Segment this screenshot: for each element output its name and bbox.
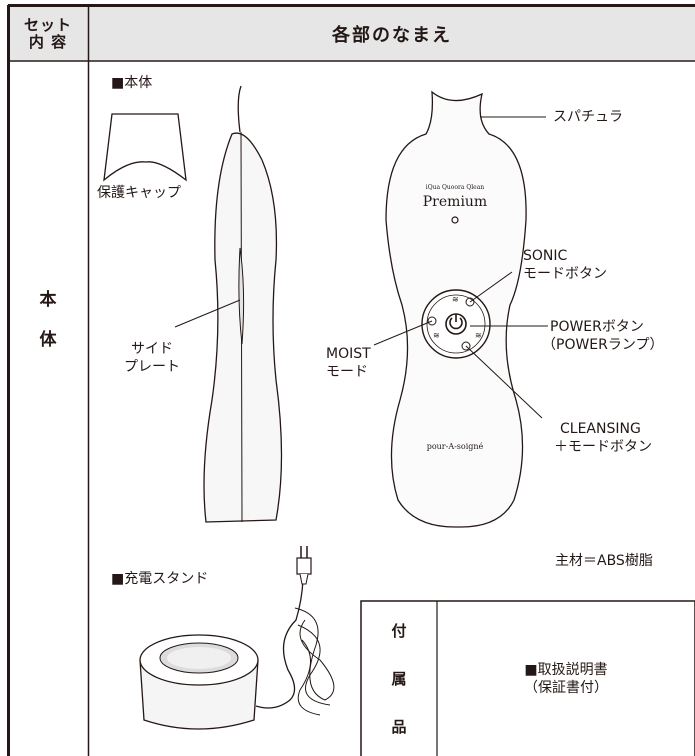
accessories-item: ■取扱説明書 （保証書付）: [437, 601, 695, 756]
accessories-char2: 属: [391, 669, 407, 688]
side-plate-label: サイド プレート: [117, 340, 187, 376]
cleansing-line1: CLEANSING: [560, 421, 641, 437]
svg-text:≋: ≋: [475, 331, 482, 340]
page-title: 各部のなまえ: [89, 7, 695, 60]
moist-line1: MOIST: [326, 346, 371, 362]
device-front-view-drawing: ≋ ≋ ≋: [373, 90, 548, 528]
brand-small-text: iQua Quoora Qlean: [425, 184, 485, 191]
moist-line2: モード: [326, 364, 368, 380]
power-line2: （POWERランプ）: [542, 337, 664, 353]
set-contents-header: セット 内 容: [8, 7, 88, 60]
main-unit-section-title: ■本体: [111, 75, 153, 91]
set-contents-line2: 内 容: [28, 32, 68, 51]
manual-line1: ■取扱説明書: [524, 661, 608, 678]
power-line1: POWERボタン: [550, 319, 644, 335]
spatula-label: スパチュラ: [553, 109, 623, 125]
charging-stand-section-title: ■充電スタンド: [111, 571, 209, 587]
side-plate-line2: プレート: [124, 359, 180, 375]
sonic-mode-button-label: SONIC モードボタン: [523, 247, 607, 283]
power-button-label: POWERボタン （POWERランプ）: [542, 318, 663, 354]
svg-text:≋: ≋: [433, 331, 440, 340]
material-note: 主材＝ABS樹脂: [555, 553, 653, 569]
side-plate-line1: サイド: [131, 341, 173, 357]
svg-text:≋: ≋: [452, 295, 459, 304]
cap-label: 保護キャップ: [97, 185, 181, 201]
charging-stand-drawing: [139, 546, 335, 730]
device-side-view-drawing: [174, 85, 283, 523]
manual-line2: （保証書付）: [524, 679, 608, 696]
set-contents-line1: セット: [23, 15, 72, 34]
accessories-label: 付 属 品: [361, 601, 437, 756]
main-unit-side-char2: 体: [39, 330, 57, 350]
moist-mode-label: MOIST モード: [326, 345, 371, 381]
protective-cap-drawing: [103, 113, 187, 182]
main-unit-side-char1: 本: [39, 290, 57, 310]
accessories-char3: 品: [391, 717, 407, 736]
sonic-line1: SONIC: [523, 248, 568, 264]
sonic-line2: モードボタン: [523, 266, 607, 282]
accessories-char1: 付: [391, 622, 407, 641]
cleansing-mode-button-label: CLEANSING ＋モードボタン: [554, 420, 652, 456]
brand-bottom-text: pour-A-soigné: [426, 442, 484, 451]
brand-premium-text: Premium: [422, 194, 488, 210]
cleansing-line2: ＋モードボタン: [554, 439, 652, 455]
